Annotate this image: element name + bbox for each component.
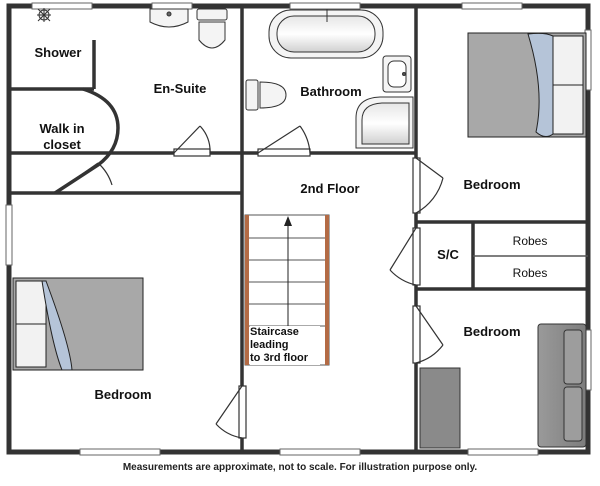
bathtub	[268, 9, 384, 59]
sofa	[537, 323, 587, 448]
room-label-robes-top: Robes	[512, 234, 548, 248]
bed-left	[12, 277, 144, 371]
shower-head-icon	[37, 8, 51, 22]
rug	[419, 367, 461, 449]
doors	[57, 125, 444, 439]
room-label-bathroom: Bathroom	[300, 84, 362, 99]
staircase-note: Staircase leading to 3rd floor	[250, 326, 320, 365]
bathroom-toilet	[245, 79, 287, 111]
interior-walls	[9, 6, 588, 452]
ensuite-sink	[149, 8, 189, 28]
room-label-sc: S/C	[437, 247, 459, 262]
room-label-bedroom-left: Bedroom	[94, 387, 152, 402]
room-label-ensuite: En-Suite	[153, 81, 207, 96]
room-label-robes-bottom: Robes	[512, 266, 548, 280]
windows	[5, 2, 592, 456]
room-label-bedroom-top-right: Bedroom	[463, 177, 521, 192]
corner-shower	[355, 96, 414, 149]
room-label-landing: 2nd Floor	[300, 181, 360, 196]
room-label-bedroom-bottom-right: Bedroom	[463, 324, 521, 339]
room-label-walk-in-closet: Walk in closet	[39, 121, 85, 152]
room-label-shower: Shower	[34, 45, 82, 60]
ensuite-toilet	[196, 8, 228, 49]
disclaimer-text: Measurements are approximate, not to sca…	[122, 462, 478, 473]
bed-top-right	[467, 32, 587, 138]
bathroom-sink	[382, 55, 412, 93]
